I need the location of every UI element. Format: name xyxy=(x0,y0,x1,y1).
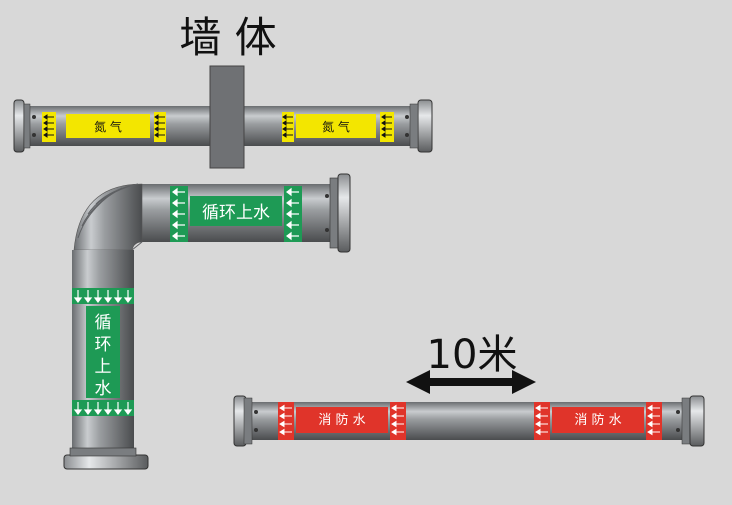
wall-block xyxy=(209,65,245,169)
fire-water-pipe: 消 防 水 消 防 水 xyxy=(233,395,705,447)
fire-water-label-left: 消 防 水 xyxy=(318,412,365,428)
fire-water-direction-arrows xyxy=(279,404,660,436)
circulating-water-arrows-vertical xyxy=(73,290,133,415)
wall-label: 墙 体 xyxy=(179,13,276,62)
circulating-water-elbow-pipe: 循环上水 循 环 上 水 xyxy=(63,173,351,470)
circulating-water-label-v3: 上 xyxy=(95,357,112,377)
circulating-water-label-v4: 水 xyxy=(95,379,112,399)
circulating-water-label-v1: 循 xyxy=(95,313,112,333)
nitrogen-label-right: 氮 气 xyxy=(322,119,350,134)
circulating-water-label-horizontal: 循环上水 xyxy=(202,203,270,223)
nitrogen-direction-arrows xyxy=(43,114,392,138)
circulating-water-arrows-horizontal xyxy=(172,187,299,241)
distance-label: 10米 xyxy=(427,332,518,378)
nitrogen-label-left: 氮 气 xyxy=(94,119,122,134)
circulating-water-label-v2: 环 xyxy=(95,335,112,355)
fire-water-label-right: 消 防 水 xyxy=(574,412,621,428)
double-arrow-icon xyxy=(406,370,536,394)
